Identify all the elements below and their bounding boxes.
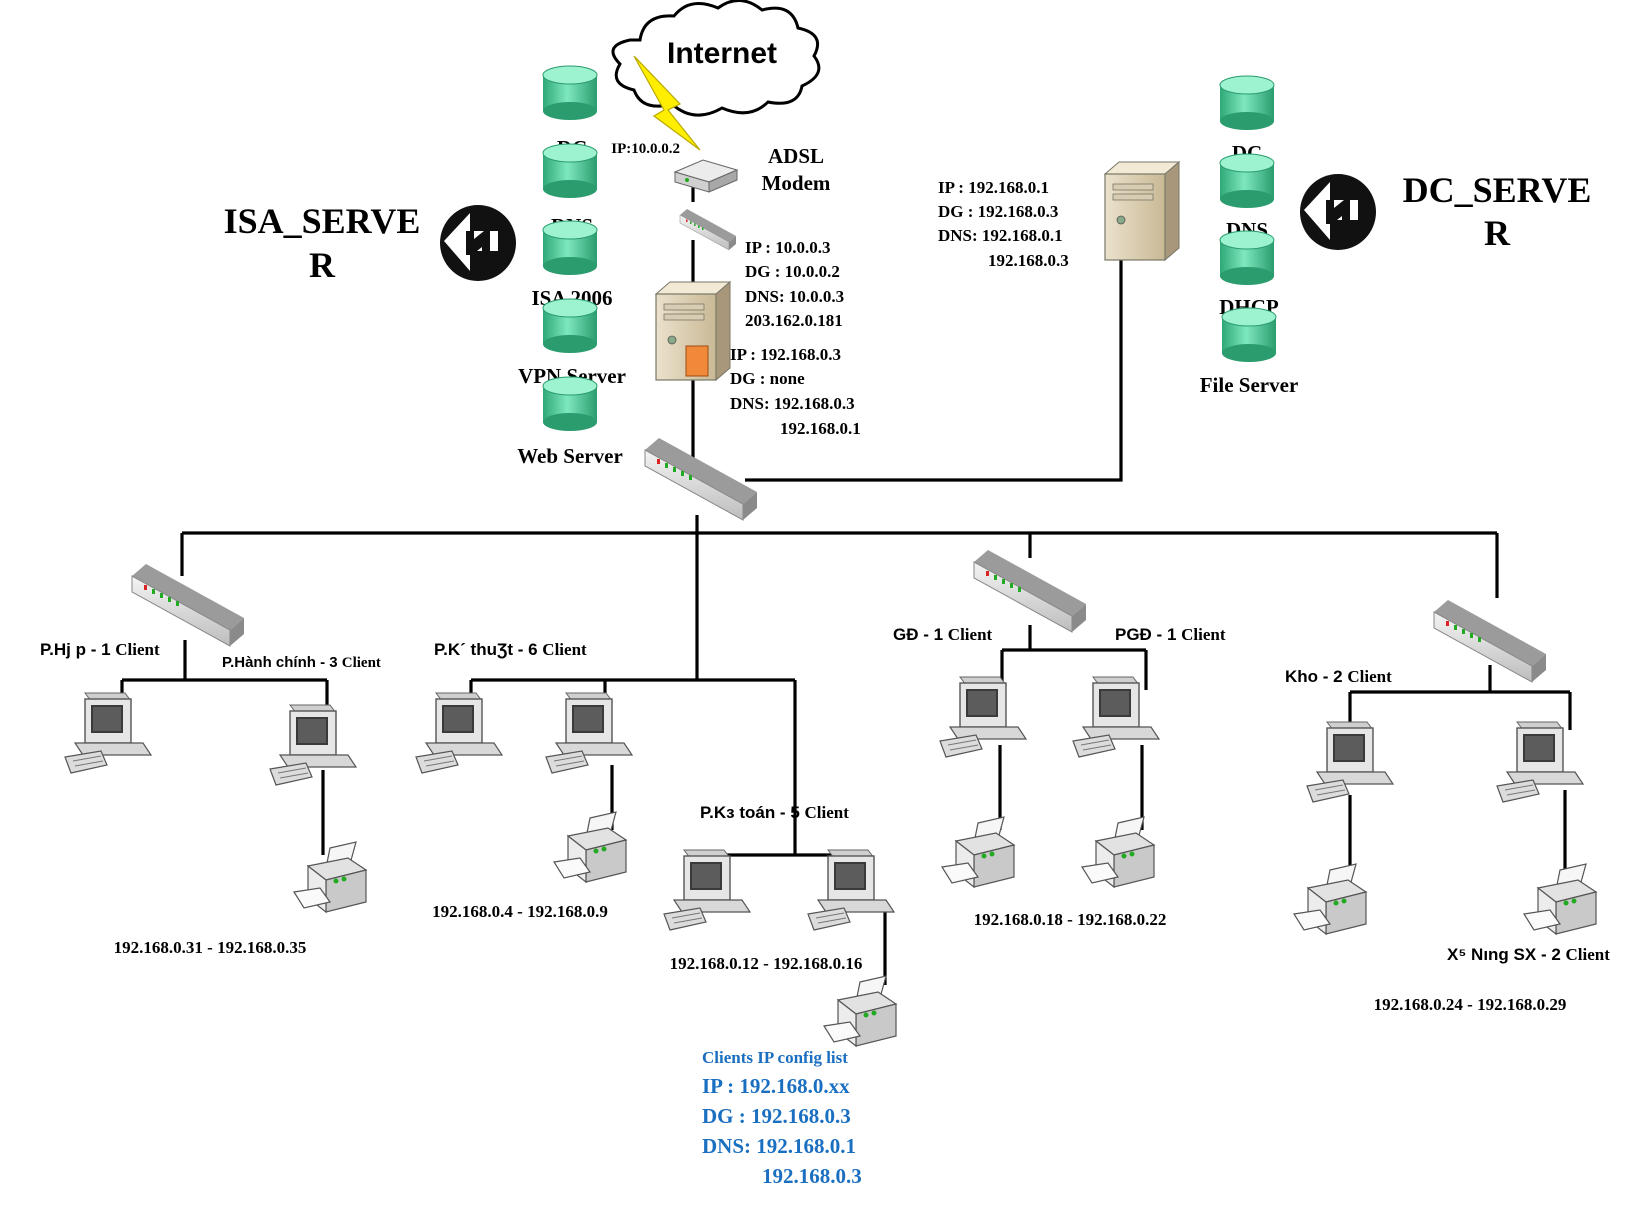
printer-icon (1293, 863, 1367, 935)
client-config-line: 192.168.0.3 (762, 1164, 862, 1188)
config-line: DNS: 10.0.0.3 (745, 287, 844, 306)
modem-ip-label: IP:10.0.0.2 (611, 141, 680, 157)
dept-label-xuong: X⁵ Nıng SX - 2 Client (1447, 945, 1610, 964)
config-line: IP : 192.168.0.3 (730, 345, 841, 364)
computer-icon (545, 692, 633, 774)
database-icon (542, 376, 598, 432)
internet-cloud: Internet (611, 0, 821, 117)
core-switch (644, 437, 758, 521)
database-icon (542, 298, 598, 354)
dc-server-title-line2: R (1484, 213, 1511, 253)
dept-label-gd: GĐ - 1 Client (893, 625, 993, 644)
isa-server-title-line2: R (309, 245, 336, 285)
ip-range-ke-toan: 192.168.0.12 - 192.168.0.16 (670, 954, 863, 973)
config-line: DNS: 192.168.0.1 (938, 226, 1063, 245)
client-config-line: DNS: 192.168.0.1 (702, 1134, 856, 1158)
dc-service-label: File Server (1200, 373, 1299, 397)
isa-services: DC DNS ISA 2006 VPN Server Web Server (517, 65, 626, 468)
printer-icon (553, 811, 627, 883)
dept-label-hanh-chinh: P.Hành chính - 3 Client (222, 654, 381, 671)
modem-label-line2: Modem (762, 171, 831, 195)
config-line: DG : 192.168.0.3 (938, 202, 1058, 221)
dc-server-tower-icon (1104, 161, 1180, 261)
isa-internal-config: IP : 192.168.0.3 DG : none DNS: 192.168.… (730, 345, 861, 438)
dc-config: IP : 192.168.0.1 DG : 192.168.0.3 DNS: 1… (938, 178, 1069, 270)
printer-icon (1523, 863, 1597, 935)
client-config-title: Clients IP config list (702, 1048, 848, 1067)
config-line: DG : none (730, 369, 805, 388)
modem-label-line1: ADSL (768, 144, 824, 168)
database-icon (1219, 75, 1275, 131)
ip-range-hop-hc: 192.168.0.31 - 192.168.0.35 (114, 938, 307, 957)
dc-services: DC DNS DHCP File Server (1200, 75, 1299, 397)
computer-icon (663, 849, 751, 931)
config-line: DNS: 192.168.0.3 (730, 394, 855, 413)
isa-arrow-badge-icon (440, 205, 516, 281)
config-line: 192.168.0.1 (780, 419, 861, 438)
dc-arrow-badge-icon (1300, 174, 1376, 250)
modem-device (673, 159, 739, 193)
dept-label-kho: Kho - 2 Client (1285, 667, 1392, 686)
client-config-list: Clients IP config list IP : 192.168.0.xx… (702, 1048, 862, 1188)
config-line: IP : 192.168.0.1 (938, 178, 1049, 197)
computer-icon (1496, 721, 1584, 803)
computer-icon (939, 676, 1027, 758)
config-line: 203.162.0.181 (745, 311, 843, 330)
computer-icon (1306, 721, 1394, 803)
internet-label: Internet (667, 37, 777, 70)
printer-icon (823, 975, 897, 1047)
ip-range-ky-thuat: 192.168.0.4 - 192.168.0.9 (432, 902, 608, 921)
modem-switch (679, 208, 737, 251)
database-icon (1221, 307, 1277, 363)
computer-icon (269, 704, 357, 786)
computer-icon (807, 849, 895, 931)
isa-service-label: Web Server (517, 444, 623, 468)
printer-icon (293, 841, 367, 913)
ip-range-gd-pgd: 192.168.0.18 - 192.168.0.22 (974, 910, 1167, 929)
config-line: 192.168.0.3 (988, 251, 1069, 270)
config-line: IP : 10.0.0.3 (745, 238, 830, 257)
dept-label-ke-toan: P.Kз toán - 5 Client (700, 803, 849, 822)
switch-gd (973, 549, 1087, 633)
isa-external-config: IP : 10.0.0.3 DG : 10.0.0.2 DNS: 10.0.0.… (745, 238, 844, 330)
dc-server-title-line1: DC_SERVE (1403, 170, 1592, 210)
dept-label-ky-thuat: P.K´ thuƷt - 6 Client (434, 640, 587, 659)
database-icon (542, 143, 598, 199)
printer-icon (941, 816, 1015, 888)
switch-left (131, 563, 245, 647)
dept-label-pgd: PGĐ - 1 Client (1115, 625, 1226, 644)
database-icon (542, 220, 598, 276)
ip-range-kho-xuong: 192.168.0.24 - 192.168.0.29 (1374, 995, 1567, 1014)
database-icon (1219, 153, 1275, 209)
config-line: DG : 10.0.0.2 (745, 262, 840, 281)
database-icon (1219, 230, 1275, 286)
computer-icon (415, 692, 503, 774)
client-config-line: DG : 192.168.0.3 (702, 1104, 851, 1128)
computer-icon (64, 692, 152, 774)
database-icon (542, 65, 598, 121)
client-config-line: IP : 192.168.0.xx (702, 1074, 850, 1098)
cables (120, 172, 1572, 985)
dept-label-hop: P.Hj p - 1 Client (40, 640, 160, 659)
isa-server-title-line1: ISA_SERVE (224, 201, 421, 241)
lightning-icon (633, 55, 701, 151)
isa-server-tower-icon (655, 281, 731, 381)
